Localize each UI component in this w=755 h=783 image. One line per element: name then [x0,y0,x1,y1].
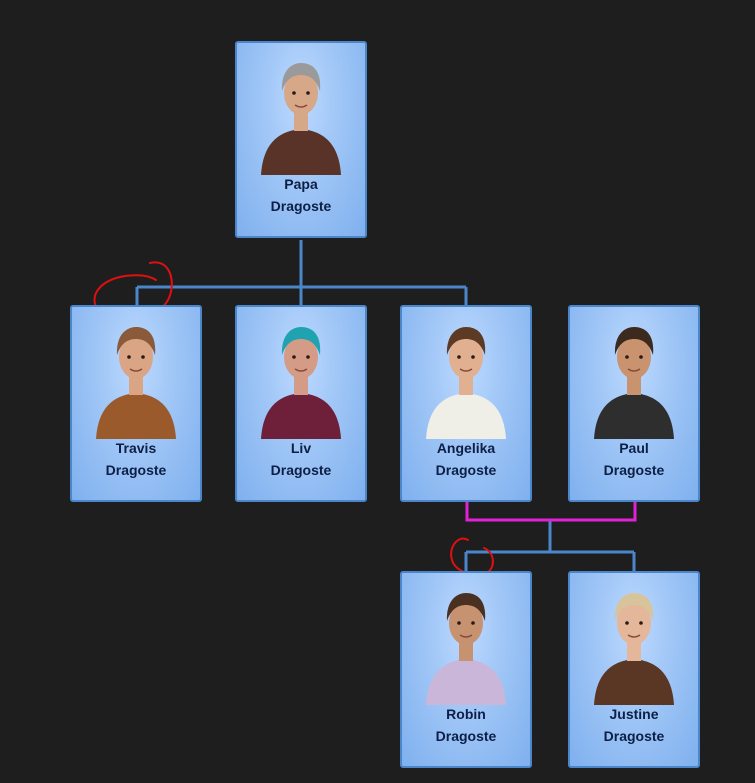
person-card-travis[interactable]: Travis Dragoste [70,305,202,502]
portrait-papa [261,63,341,175]
first-name-liv: Liv [290,440,312,456]
connector-papa-children [135,240,468,305]
person-card-robin[interactable]: Robin Dragoste [400,571,532,768]
first-name-justine: Justine [609,706,659,722]
first-name-paul: Paul [619,440,649,456]
first-name-angelika: Angelika [436,440,496,456]
connector-parents-children [464,520,636,571]
last-name-angelika: Dragoste [435,462,497,478]
last-name-papa: Dragoste [270,198,332,214]
last-name-paul: Dragoste [603,462,665,478]
person-card-liv[interactable]: Liv Dragoste [235,305,367,502]
portrait-angelika [426,327,506,439]
portrait-justine [594,593,674,705]
portrait-travis [96,327,176,439]
portrait-paul [594,327,674,439]
person-card-justine[interactable]: Justine Dragoste [568,571,700,768]
last-name-travis: Dragoste [105,462,167,478]
partner-connector [465,502,637,522]
portrait-liv [261,327,341,439]
annotation-circle-robin [450,537,494,576]
person-card-papa[interactable]: Papa Dragoste [235,41,367,238]
portrait-robin [426,593,506,705]
last-name-justine: Dragoste [603,728,665,744]
last-name-robin: Dragoste [435,728,497,744]
person-card-paul[interactable]: Paul Dragoste [568,305,700,502]
last-name-liv: Dragoste [270,462,332,478]
person-card-angelika[interactable]: Angelika Dragoste [400,305,532,502]
first-name-papa: Papa [284,176,318,192]
first-name-travis: Travis [115,440,157,456]
first-name-robin: Robin [446,706,486,722]
